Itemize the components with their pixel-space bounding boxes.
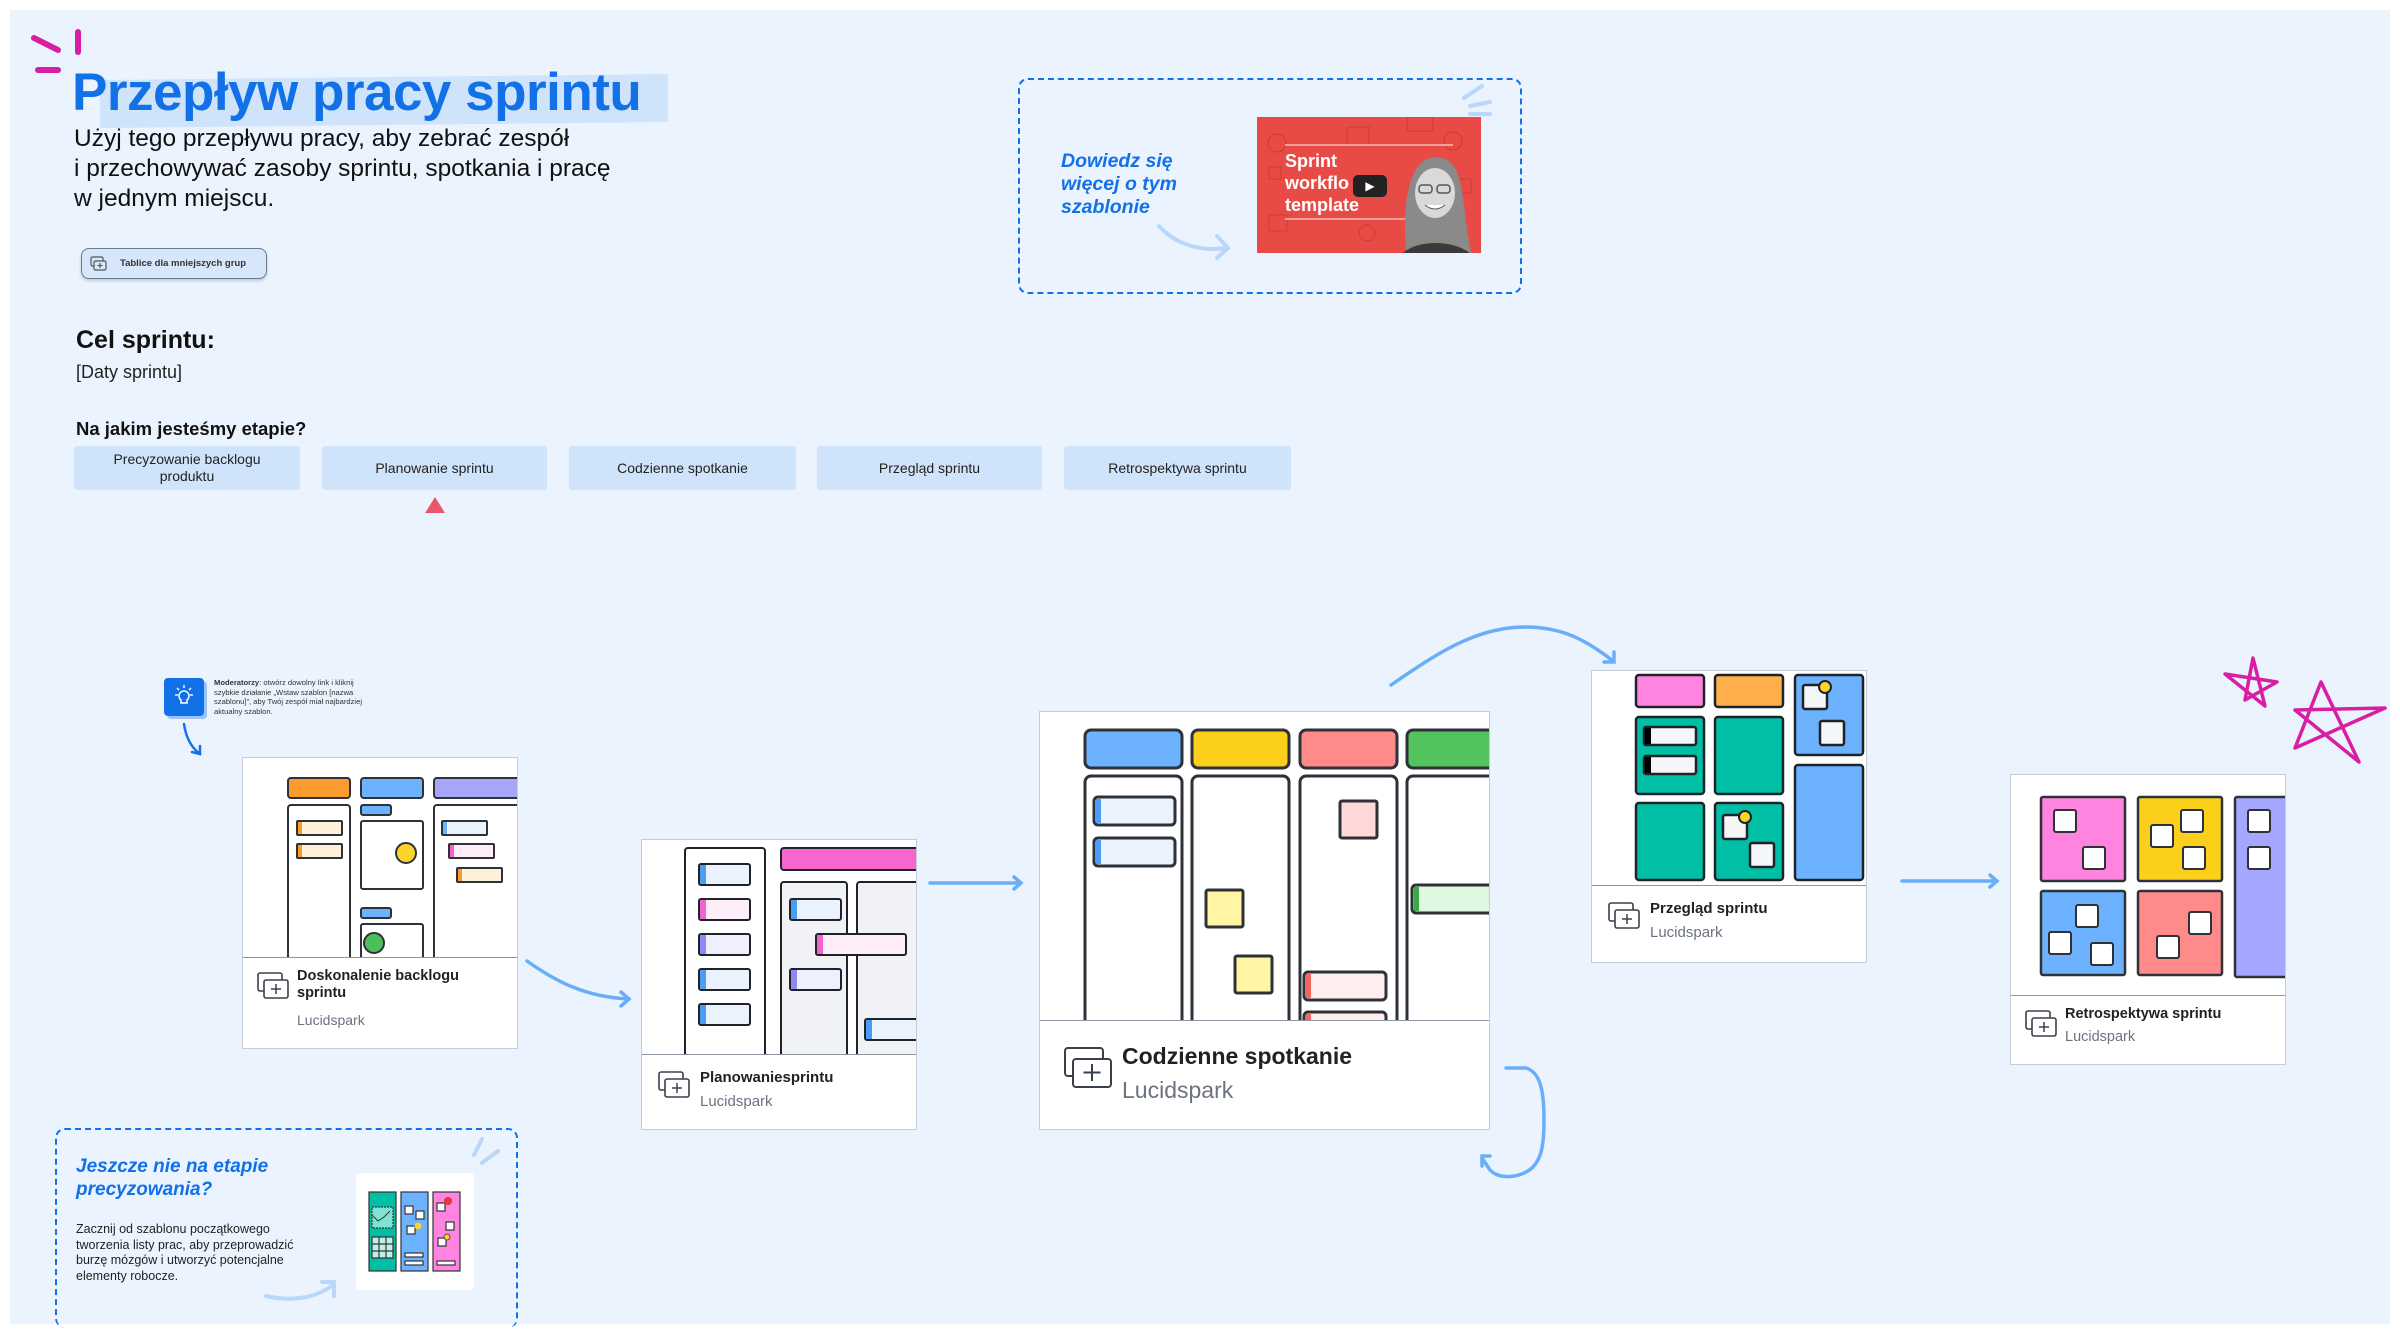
- template-card-sprint-retrospective[interactable]: Retrospektywa sprintu Lucidspark: [2010, 774, 2286, 1065]
- card-title-line: Doskonalenie backlogu: [297, 968, 459, 984]
- thumbnail-title-line: Sprint: [1285, 151, 1337, 171]
- refinement-title-line: Jeszcze nie na etapie: [76, 1156, 269, 1177]
- down-arrow-icon: [182, 722, 202, 756]
- refinement-callout-box: [55, 1128, 518, 1328]
- card-preview: [1592, 671, 1866, 887]
- backlog-board-illustration: [368, 1191, 461, 1272]
- template-card-sprint-review[interactable]: Przegląd sprintu Lucidspark: [1591, 670, 1867, 963]
- breakout-boards-label: Tablice dla mniejszych grup: [120, 258, 246, 269]
- flow-arrow: [1900, 873, 2000, 889]
- board-add-icon: [257, 972, 289, 999]
- refinement-callout-text: Zacznij od szablonu początkowego tworzen…: [76, 1222, 294, 1283]
- board-add-icon: [2025, 1010, 2057, 1037]
- card-footer: Retrospektywa sprintu Lucidspark: [2011, 995, 2285, 1064]
- thumbnail-rule: [1285, 144, 1453, 146]
- board-preview-illustration: [684, 847, 916, 1056]
- moderator-note: Moderatorzy: otwórz dowolny link i klikn…: [214, 678, 374, 716]
- sprint-dates-field[interactable]: [Daty sprintu]: [76, 362, 183, 382]
- video-prompt-line: Dowiedz się: [1061, 150, 1173, 172]
- subtitle-line: w jednym miejscu.: [74, 185, 275, 212]
- subtitle-line: Użyj tego przepływu pracy, aby zebrać ze…: [74, 125, 570, 152]
- thumbnail-title-line: template: [1285, 195, 1360, 215]
- video-prompt: Dowiedz się więcej o tym szablonie: [1061, 150, 1177, 219]
- flow-arrow: [525, 959, 632, 1008]
- card-preview: [2011, 775, 2285, 997]
- refinement-callout-title: Jeszcze nie na etapie precyzowania?: [76, 1155, 268, 1201]
- thumbnail-title-line: workflo: [1285, 173, 1350, 193]
- play-icon: ▶: [1365, 179, 1375, 193]
- subtitle-line: i przechowywać zasoby sprintu, spotkania…: [74, 155, 611, 182]
- curved-arrow-icon: [1157, 224, 1231, 260]
- moderator-note-text: : otwórz dowolny link i kliknij szybkie …: [214, 678, 363, 716]
- board-add-icon: [1064, 1047, 1112, 1088]
- refinement-title-line: precyzowania?: [76, 1179, 213, 1200]
- board-preview-illustration: [1083, 728, 1489, 1022]
- board-preview-illustration: [2039, 795, 2285, 979]
- curved-arrow-icon: [264, 1280, 336, 1301]
- card-source: Lucidspark: [2065, 1029, 2136, 1045]
- video-prompt-line: szablonie: [1061, 196, 1150, 218]
- card-preview: [1040, 712, 1489, 1022]
- card-source: Lucidspark: [297, 1012, 365, 1028]
- card-title: Przegląd sprintu: [1650, 900, 1768, 917]
- thumbnail-pattern: [1267, 117, 1472, 242]
- sparkle-doodle-icon: [31, 29, 81, 73]
- card-source: Lucidspark: [1122, 1077, 1234, 1103]
- breakout-boards-button[interactable]: Tablice dla mniejszych grup: [81, 248, 267, 279]
- stage-tab-sprint-retrospective[interactable]: Retrospektywa sprintu: [1064, 446, 1291, 490]
- card-title: Retrospektywa sprintu: [2065, 1006, 2222, 1022]
- card-title-line: sprintu: [297, 985, 347, 1002]
- card-footer: Doskonalenie backlogu sprintu Lucidspark: [243, 957, 517, 1048]
- emphasis-lines-icon: [1462, 84, 1492, 116]
- stage-tab-backlog-refinement[interactable]: Precyzowanie backlogu produktu: [74, 446, 300, 490]
- board-add-icon: [1608, 902, 1640, 929]
- card-title: Planowaniesprintu: [700, 1069, 834, 1086]
- template-card-backlog-refinement[interactable]: Doskonalenie backlogu sprintu Lucidspark: [242, 757, 518, 1049]
- thumbnail-rule: [1285, 218, 1453, 220]
- stage-tab-daily-standup[interactable]: Codzienne spotkanie: [569, 446, 796, 490]
- presenter-photo: [1403, 157, 1472, 253]
- card-preview: [243, 758, 517, 959]
- card-title: Codzienne spotkanie: [1122, 1043, 1353, 1069]
- board-add-icon: [658, 1071, 690, 1098]
- stage-tab-sprint-planning[interactable]: Planowanie sprintu: [322, 446, 547, 490]
- template-card-sprint-planning[interactable]: Planowaniesprintu Lucidspark: [641, 839, 917, 1130]
- thumbnail-title: Sprint workflo template: [1285, 150, 1359, 216]
- card-footer: Przegląd sprintu Lucidspark: [1592, 885, 1866, 962]
- flow-arrow: [1389, 625, 1616, 687]
- board-add-icon: [90, 255, 107, 271]
- card-source: Lucidspark: [700, 1093, 773, 1110]
- card-footer: Codzienne spotkanie Lucidspark: [1040, 1020, 1489, 1129]
- lightbulb-icon: [164, 678, 204, 716]
- card-preview: [642, 840, 916, 1056]
- sprint-goal-label: Cel sprintu:: [76, 326, 215, 354]
- page-subtitle: Użyj tego przepływu pracy, aby zebrać ze…: [74, 124, 694, 214]
- loop-arrow: [1480, 1066, 1546, 1179]
- board-preview-illustration: [287, 777, 517, 959]
- moderator-note-bold: Moderatorzy: [214, 678, 260, 687]
- play-button[interactable]: ▶: [1353, 175, 1387, 197]
- emphasis-lines-icon: [472, 1137, 500, 1165]
- video-prompt-line: więcej o tym: [1061, 173, 1177, 195]
- card-title: Doskonalenie backlogu sprintu: [297, 968, 507, 1003]
- star-doodle-icon: [2223, 656, 2387, 764]
- card-footer: Planowaniesprintu Lucidspark: [642, 1054, 916, 1129]
- board-preview-illustration: [1634, 673, 1865, 882]
- template-card-daily-standup[interactable]: Codzienne spotkanie Lucidspark: [1039, 711, 1490, 1130]
- card-source: Lucidspark: [1650, 924, 1723, 941]
- flow-arrow: [928, 875, 1024, 891]
- current-stage-marker[interactable]: [425, 497, 445, 513]
- backlog-template-thumbnail[interactable]: [356, 1173, 474, 1290]
- stage-question: Na jakim jesteśmy etapie?: [76, 418, 307, 439]
- page-title: Przepływ pracy sprintu: [72, 63, 642, 122]
- video-callout-box: [1018, 78, 1522, 294]
- stage-tab-sprint-review[interactable]: Przegląd sprintu: [817, 446, 1042, 490]
- video-thumbnail[interactable]: Sprint workflo template ▶: [1257, 117, 1481, 253]
